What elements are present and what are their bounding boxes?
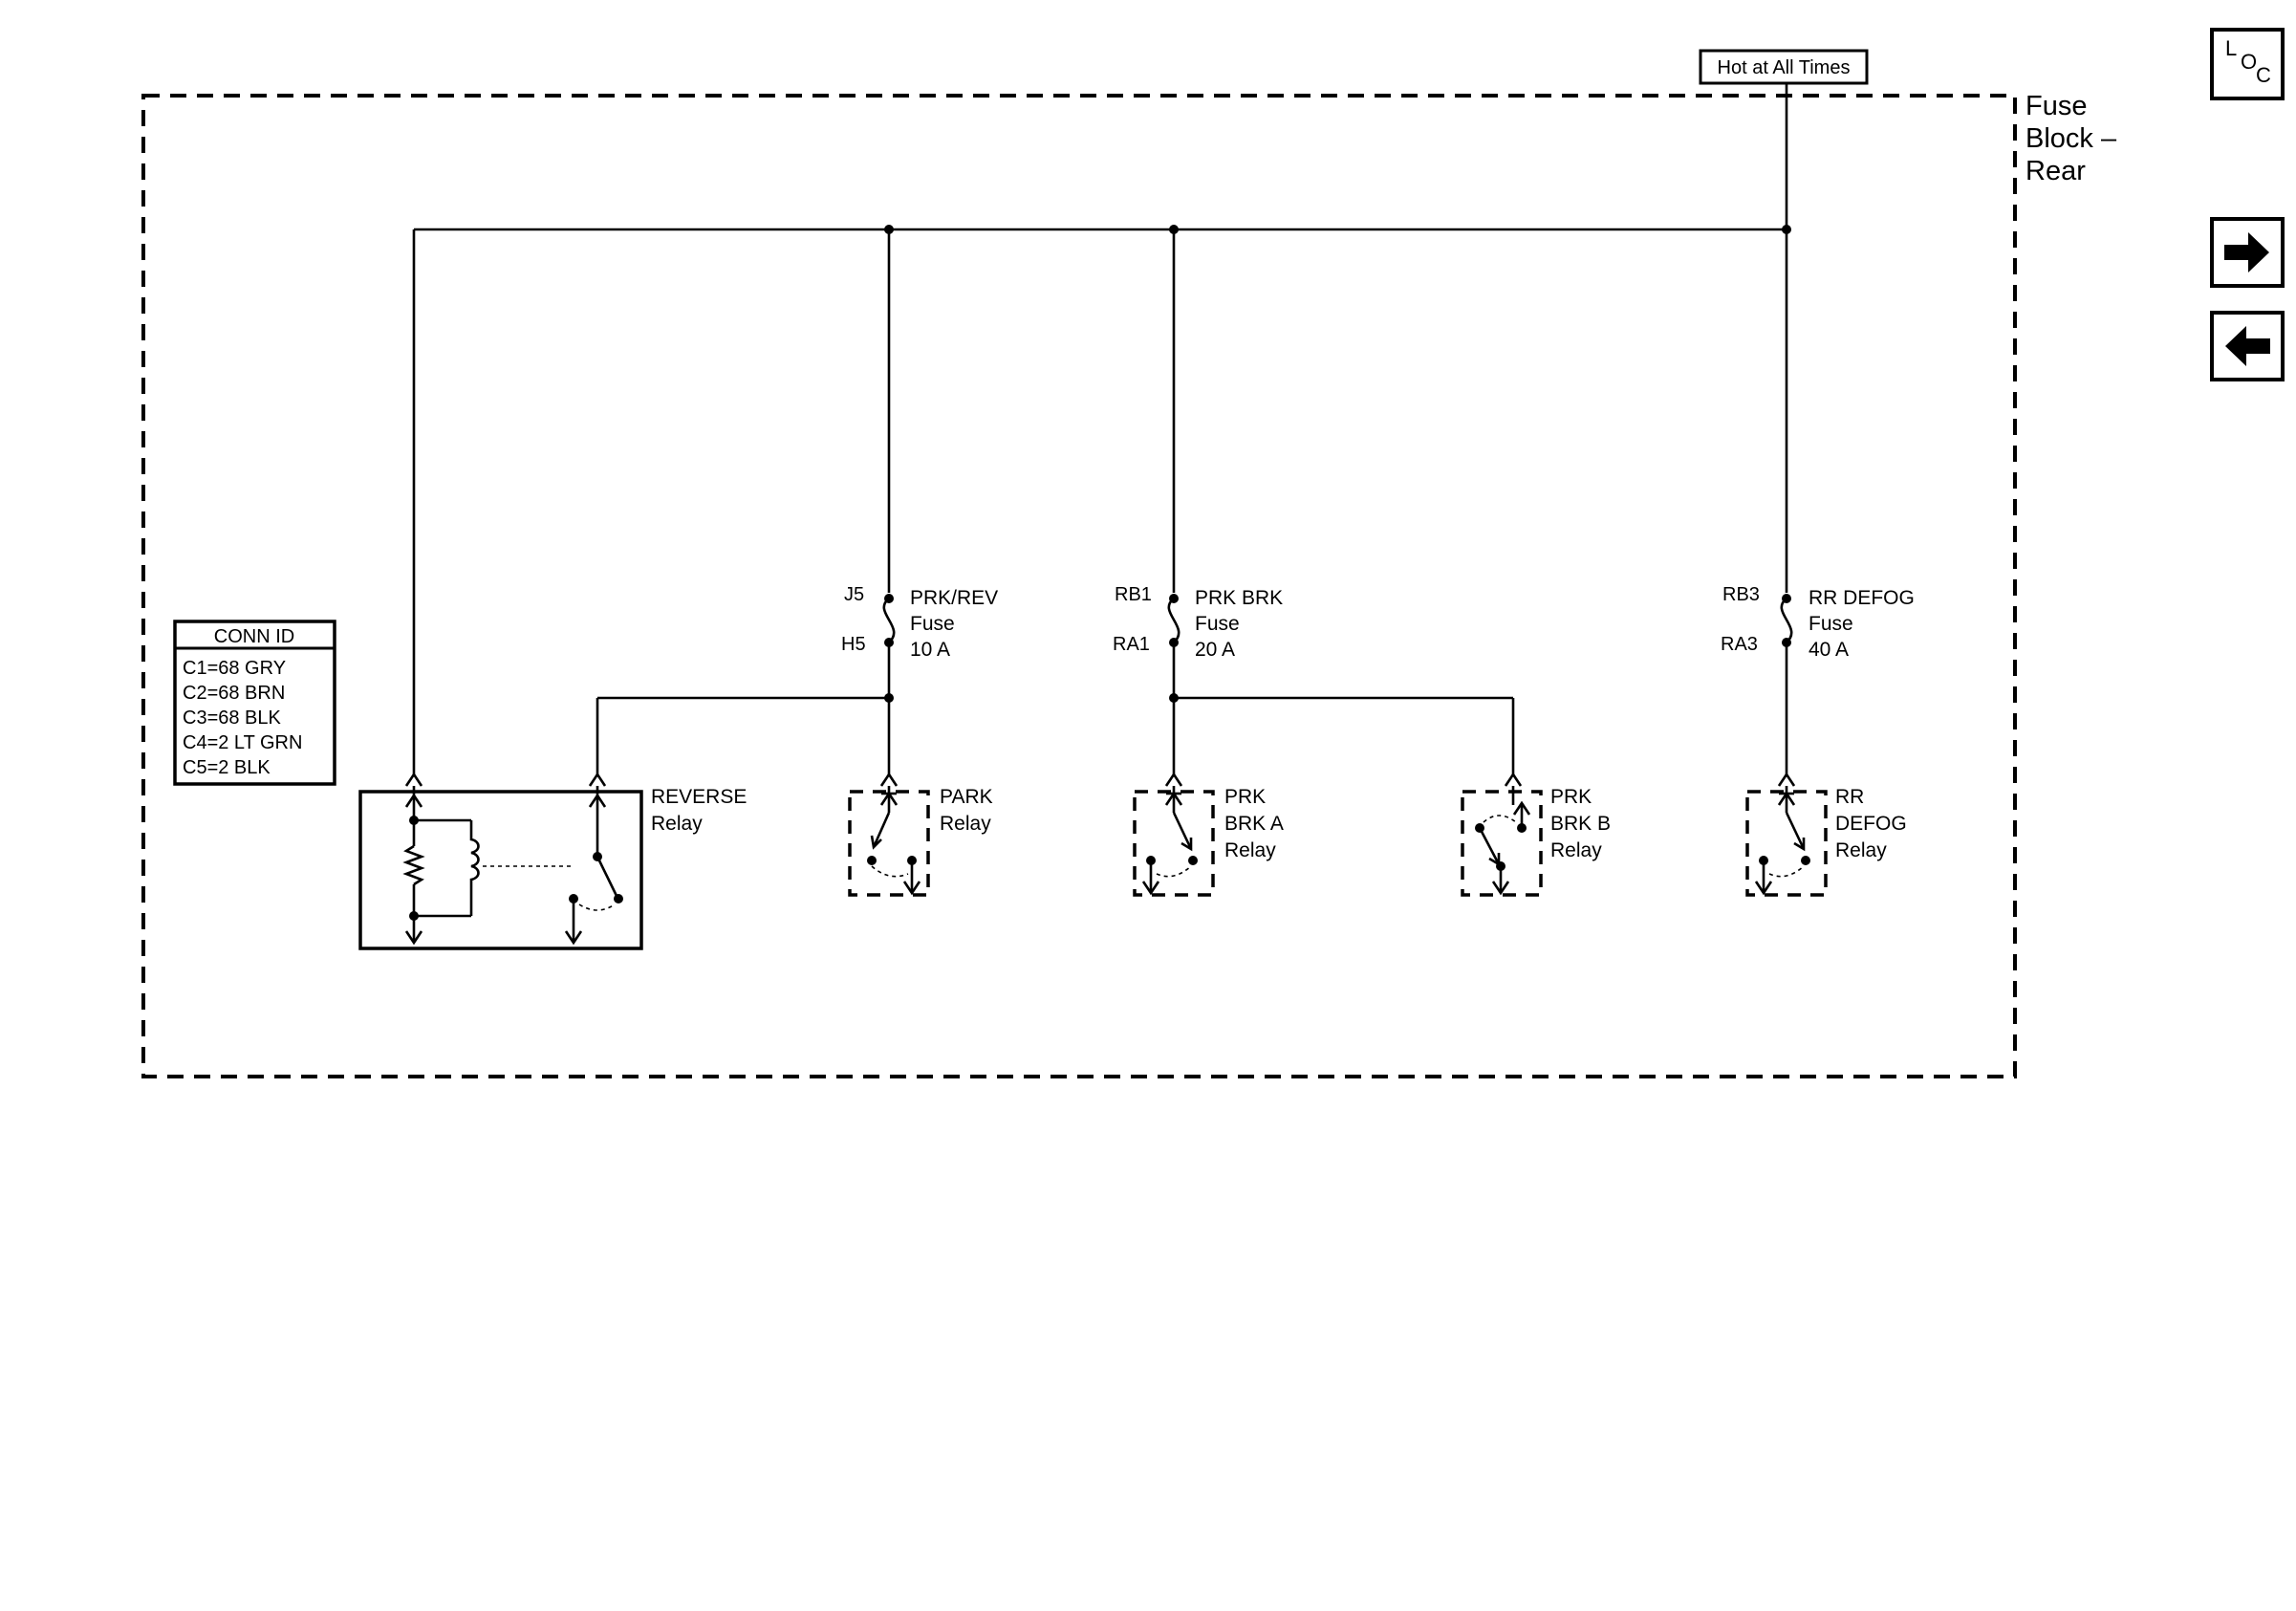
- park-relay: [848, 786, 930, 897]
- relay-label-line: BRK A: [1224, 813, 1284, 835]
- fuse-prk-rev: [882, 594, 896, 776]
- fuse-type: Fuse: [1809, 613, 1853, 635]
- relay-label-line: PRK: [1224, 786, 1266, 808]
- prk-brk-a-relay: [1133, 786, 1215, 897]
- conn-id-title: CONN ID: [214, 626, 294, 647]
- fuse-name: PRK/REV: [910, 587, 998, 609]
- conn-id-row: C5=2 BLK: [183, 757, 271, 778]
- conn-id-table: CONN ID C1=68 GRY C2=68 BRN C3=68 BLK C4…: [173, 620, 336, 786]
- fuse-pin-top: RB3: [1722, 584, 1760, 605]
- arrow-right-icon: [2224, 232, 2269, 272]
- branch-wiring: [596, 693, 1515, 776]
- bus-wiring: [412, 83, 1791, 776]
- power-source-label: Hot at All Times: [1718, 57, 1851, 78]
- relay-label-line: PRK: [1550, 786, 1592, 808]
- relay-label-line: RR: [1835, 786, 1864, 808]
- fuse-type: Fuse: [910, 613, 955, 635]
- fuse-name: PRK BRK: [1195, 587, 1283, 609]
- fuse-block-label-line: Rear: [2025, 156, 2086, 186]
- location-icon: L O C: [2225, 36, 2271, 87]
- fuse-block-label: Fuse Block – Rear: [2025, 91, 2124, 186]
- loc-button[interactable]: L O C: [2210, 28, 2285, 100]
- fuse-pin-top: RB1: [1115, 584, 1152, 605]
- relay-label-line: Relay: [651, 813, 703, 835]
- fuse-rating: 40 A: [1809, 639, 1849, 661]
- fuse-rr-defog: [1780, 594, 1793, 776]
- relay-label: PARK Relay: [940, 786, 998, 835]
- prev-button[interactable]: [2210, 311, 2285, 381]
- conn-id-row: C3=68 BLK: [183, 708, 282, 729]
- power-source-box: Hot at All Times: [1699, 49, 1869, 85]
- relay-label-line: Relay: [1835, 839, 1887, 861]
- relay-label: PRK BRK A Relay: [1224, 786, 1289, 861]
- reverse-relay: [358, 786, 643, 950]
- fuse-name: RR DEFOG: [1809, 587, 1915, 609]
- loc-letter: L: [2225, 36, 2237, 60]
- prk-brk-b-relay: [1461, 786, 1543, 897]
- relay-label: PRK BRK B Relay: [1550, 786, 1616, 861]
- relay-label-line: PARK: [940, 786, 993, 808]
- fuse-block-label-line: Block –: [2025, 123, 2117, 154]
- fuse-block-label-line: Fuse: [2025, 91, 2087, 121]
- conn-id-row: C1=68 GRY: [183, 658, 286, 679]
- fuse-block-outline: [141, 94, 2017, 1078]
- fuse-pin-bottom: H5: [841, 634, 866, 655]
- fuse-rating: 10 A: [910, 639, 950, 661]
- arrow-left-icon: [2225, 326, 2270, 366]
- connector-symbols: [404, 772, 1796, 787]
- conn-id-row: C2=68 BRN: [183, 683, 285, 704]
- fuse-pin-bottom: RA1: [1113, 634, 1150, 655]
- relay-label-line: Relay: [1224, 839, 1276, 861]
- fuse-prk-brk: [1167, 594, 1180, 776]
- relay-label-line: DEFOG: [1835, 813, 1907, 835]
- fuse-type: Fuse: [1195, 613, 1240, 635]
- loc-letter: O: [2241, 50, 2257, 74]
- loc-letter: C: [2256, 63, 2271, 87]
- conn-id-row: C4=2 LT GRN: [183, 732, 302, 753]
- relay-label-line: Relay: [940, 813, 991, 835]
- fuse-pin-bottom: RA3: [1721, 634, 1758, 655]
- rr-defog-relay: [1745, 786, 1828, 897]
- fuse-pin-top: J5: [844, 584, 864, 605]
- relay-label-line: REVERSE: [651, 786, 747, 808]
- relay-label-line: BRK B: [1550, 813, 1611, 835]
- next-button[interactable]: [2210, 217, 2285, 288]
- relay-label: RR DEFOG Relay: [1835, 786, 1913, 861]
- relay-label: REVERSE Relay: [651, 786, 752, 835]
- fuse-rating: 20 A: [1195, 639, 1235, 661]
- relay-label-line: Relay: [1550, 839, 1602, 861]
